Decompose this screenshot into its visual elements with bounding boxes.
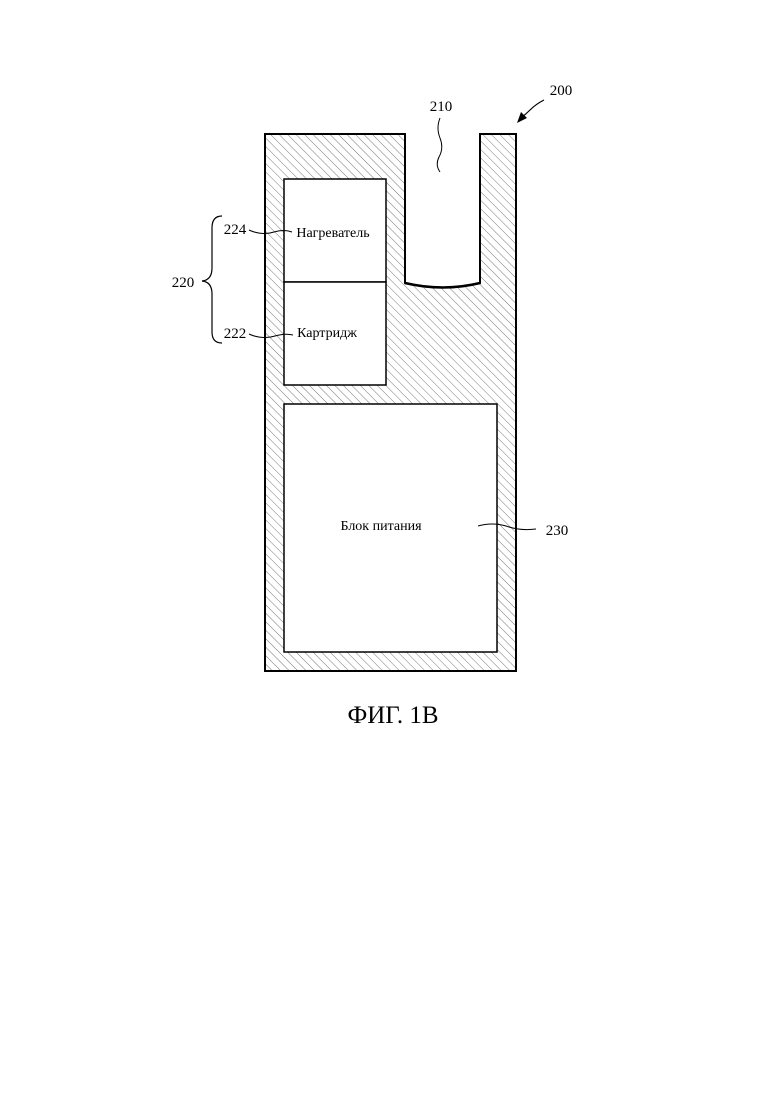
ref-200-arrow: [521, 100, 544, 118]
ref-220-bracket: [202, 216, 222, 343]
ref-222: 222: [224, 326, 247, 342]
ref-200: 200: [550, 83, 573, 99]
figure-caption: ФИГ. 1В: [347, 702, 438, 729]
ref-210-leader: [437, 118, 442, 172]
ref-210: 210: [430, 99, 453, 115]
ref-224: 224: [224, 222, 247, 238]
cartridge-label: Картридж: [297, 326, 357, 341]
heater-label: Нагреватель: [296, 226, 369, 241]
ref-220: 220: [172, 275, 195, 291]
ref-230: 230: [546, 523, 569, 539]
power-label: Блок питания: [340, 519, 422, 534]
